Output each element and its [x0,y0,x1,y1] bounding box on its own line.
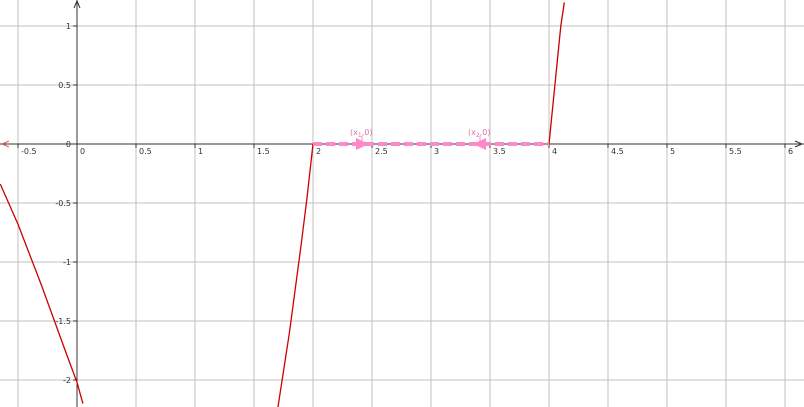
y-tick-label: 0 [66,140,71,149]
x-tick-label: 6 [788,147,793,156]
y-tick-label: -0.5 [55,199,71,208]
x-tick-label: 0 [80,147,85,156]
x-tick-label: 1.5 [257,147,270,156]
y-axis-arrow-up [73,0,81,9]
x-axis-arrow-left [1,140,10,148]
x-tick-label: 2 [316,147,321,156]
y-tick-label: 0.5 [58,81,71,90]
function-curve [277,143,314,407]
x-tick-label: 1 [198,147,203,156]
y-tick-label: -1.5 [55,317,71,326]
point-annotations: (x1,0) (x2,0) [350,128,490,150]
x-axis-arrow-right [794,140,803,148]
x-tick-label: 3 [434,147,439,156]
x-tick-label: 5 [670,147,675,156]
y-tick-label: -2 [63,376,71,385]
arrow-right-icon [356,138,369,150]
x-tick-label: 5.5 [729,147,742,156]
function-curve [548,2,565,145]
x-tick-label: 3.5 [493,147,506,156]
y-tick-label: 1 [66,22,71,31]
point-label: (x1,0) [350,128,372,139]
x-tick-label: 2.5 [375,147,388,156]
series [0,2,565,407]
x-tick-label: 4 [552,147,557,156]
tick-labels: -0.5 0 0.5 1 1.5 2 2.5 3 3.5 4 4.5 5 5.5 6 -2 -1.5 -1 -0.… [17,22,793,385]
point-label: (x2,0) [468,128,490,139]
function-curve [0,183,84,404]
arrow-left-icon [473,138,486,150]
x-tick-label: -0.5 [21,147,37,156]
x-tick-label: 4.5 [611,147,624,156]
y-tick-label: -1 [63,258,71,267]
x-tick-label: 0.5 [139,147,152,156]
